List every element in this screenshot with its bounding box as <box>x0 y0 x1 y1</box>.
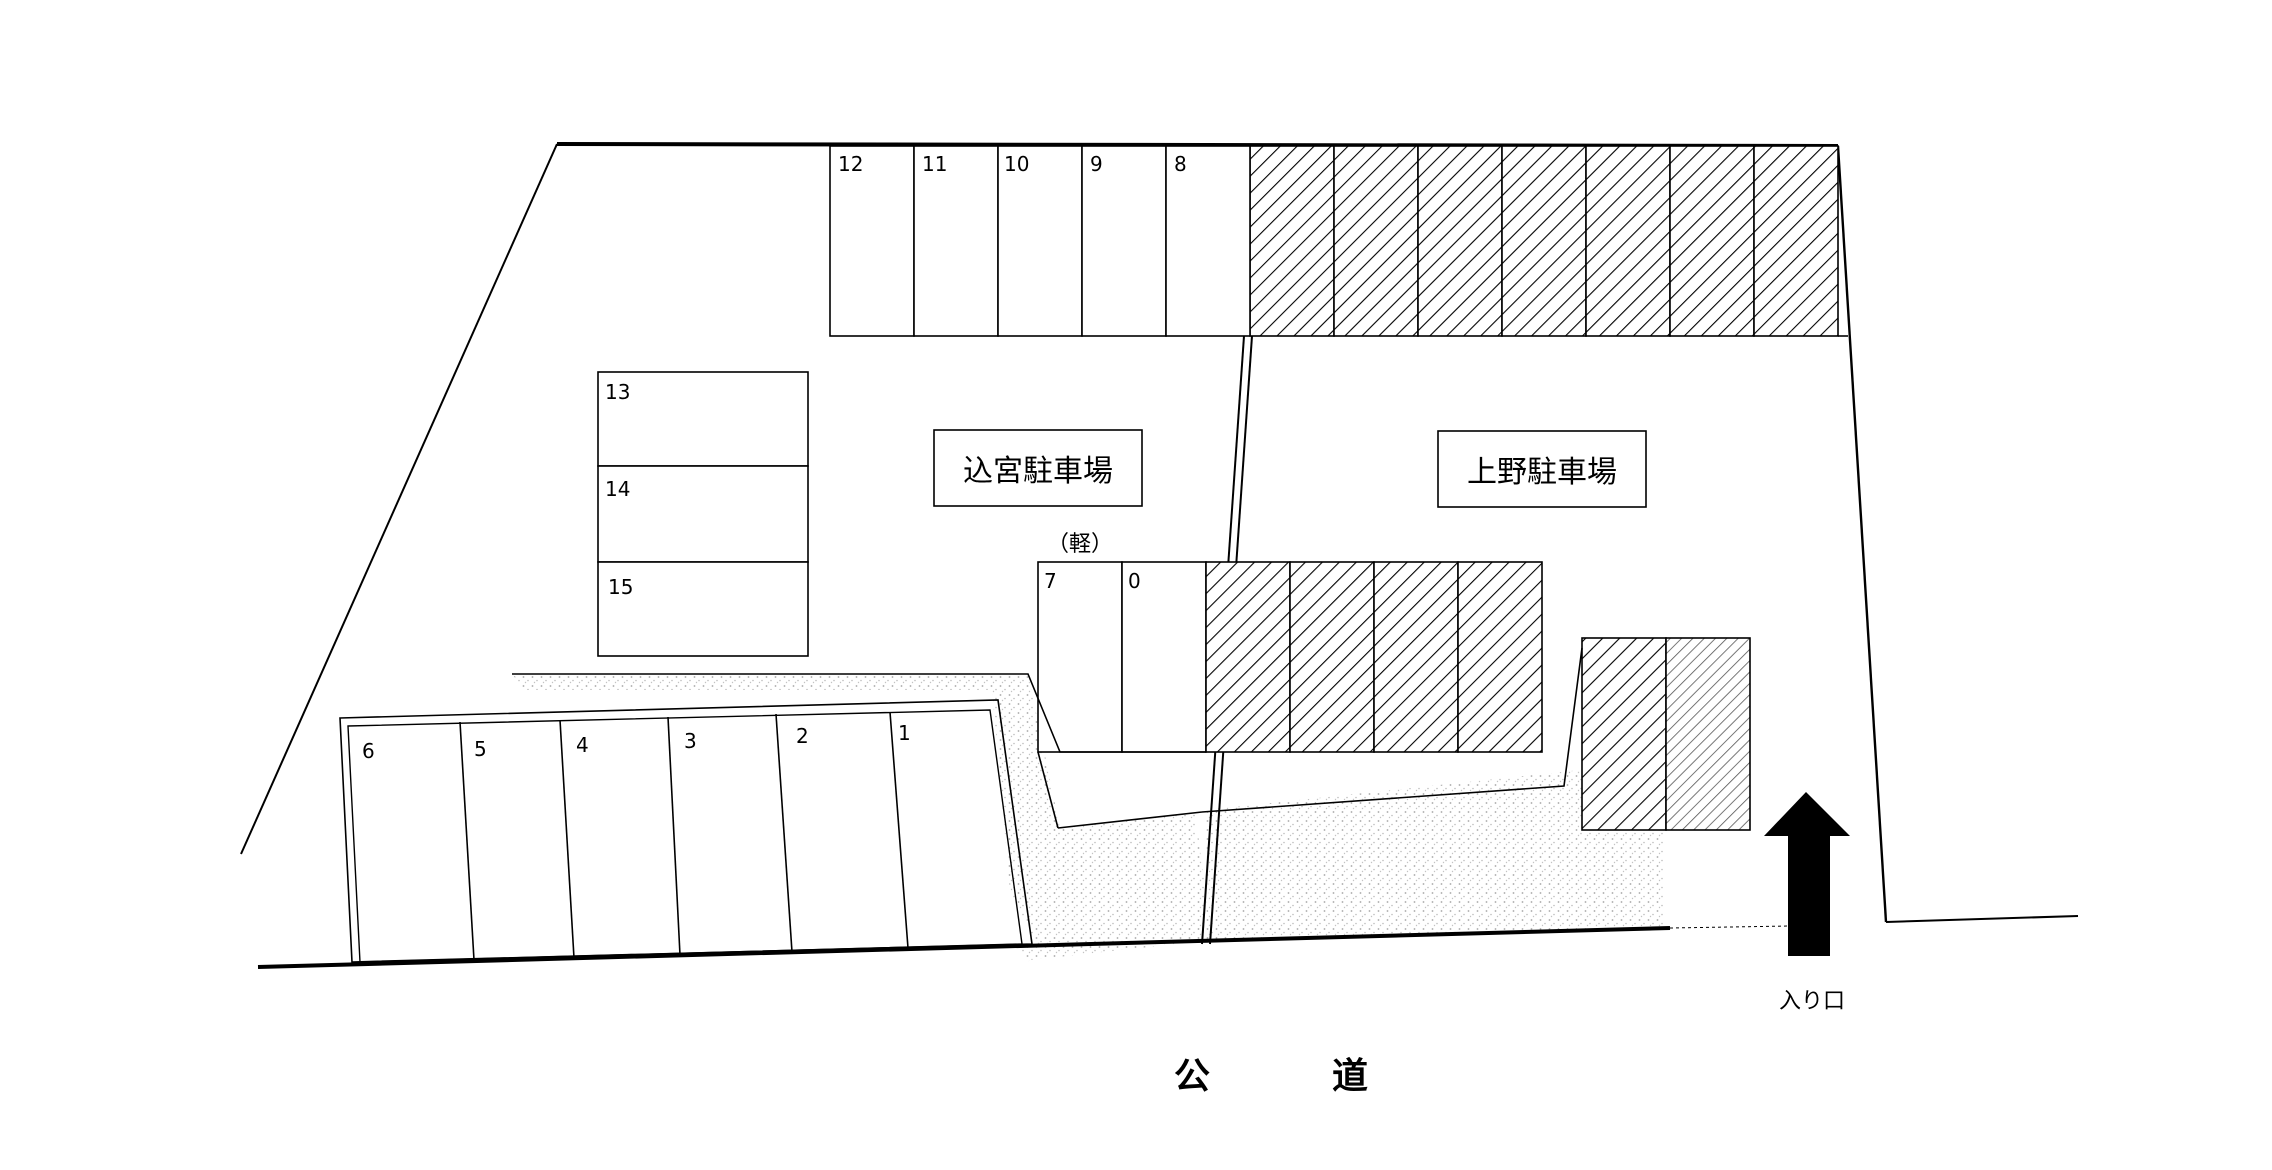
stall-number-3: 3 <box>684 729 697 753</box>
ueno-lot-label-box <box>1437 430 1647 508</box>
stall-number-2: 2 <box>796 724 809 748</box>
public-road-char-2: 道 <box>1332 1056 1368 1097</box>
driveway-edge-east <box>1201 647 1583 813</box>
stall-number-0: 0 <box>1128 569 1141 593</box>
komiya-lot-label: 込宮駐車場 <box>963 454 1113 489</box>
driveway-stipple-west <box>512 674 1212 962</box>
stall-number-1: 1 <box>898 721 911 745</box>
stall-number-15: 15 <box>608 575 633 599</box>
stall-number-7: 7 <box>1044 569 1057 593</box>
driveway-edge-west <box>1057 811 1203 829</box>
komiya-lot-label-box <box>933 429 1143 507</box>
stall-number-13: 13 <box>605 380 630 404</box>
stall-number-4: 4 <box>576 733 589 757</box>
driveway-stipple-east <box>1205 770 1664 940</box>
stall-number-6: 6 <box>362 739 375 763</box>
stall-number-14: 14 <box>605 477 630 501</box>
arrow-up-icon <box>1764 792 1850 956</box>
stall-number-12: 12 <box>838 152 863 176</box>
top-row-stalls <box>829 145 1251 337</box>
left-column-stalls <box>597 371 809 657</box>
kei-car-label: （軽） <box>1047 532 1113 557</box>
stall-number-11: 11 <box>922 152 947 176</box>
middle-stalls <box>1037 561 1207 753</box>
hatched-stalls-top-row <box>1249 145 1848 337</box>
hatched-stalls-middle-row <box>1205 561 1543 753</box>
stall-number-10: 10 <box>1004 152 1029 176</box>
hatched-stalls-right-pair <box>1581 637 1751 831</box>
bottom-row-dividers <box>459 711 909 961</box>
stall-number-9: 9 <box>1090 152 1103 176</box>
driveway-curb <box>1037 751 1059 829</box>
entrance-label: 入り口 <box>1779 989 1845 1014</box>
ueno-lot-label: 上野駐車場 <box>1467 455 1617 490</box>
public-road-char-1: 公 <box>1174 1056 1210 1097</box>
stall-number-8: 8 <box>1174 152 1187 176</box>
stall-number-5: 5 <box>474 737 487 761</box>
driveway-boundary <box>512 673 1206 753</box>
